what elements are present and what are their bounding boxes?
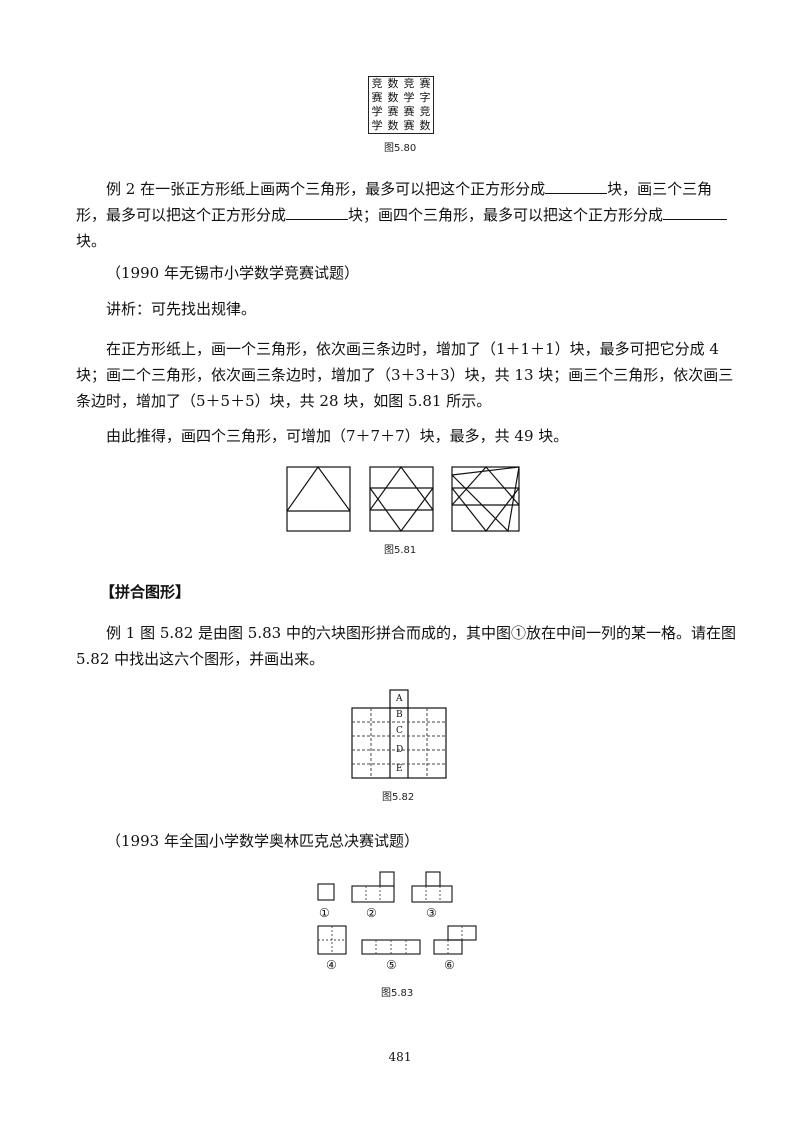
example-2-text-d: 块。 (76, 232, 107, 250)
figure-5-82-caption: 图5.82 (382, 792, 415, 803)
answer-blank-2 (286, 203, 349, 220)
piece-label-2: ② (366, 906, 377, 920)
grid-character: 学 (403, 91, 415, 104)
example-2-question: 例 2 在一张正方形纸上画两个三角形，最多可以把这个正方形分成块，画三个三角形，… (76, 176, 736, 254)
grid-character: 学 (371, 119, 383, 132)
grid-character: 学 (371, 105, 383, 118)
example-1-question: 例 1 图 5.82 是由图 5.83 中的六块图形拼合而成的，其中图①放在中间… (76, 624, 736, 668)
figure-5-81-caption: 图5.81 (384, 545, 417, 556)
example-2-text-b: 块，画三个三角形，最多可以把这个正方形分成 (76, 180, 713, 224)
answer-blank-1 (545, 177, 608, 194)
grid-character: 数 (387, 91, 399, 104)
grid-character: 数 (387, 77, 399, 90)
figure-5-81 (286, 465, 520, 533)
figure-5-83-caption: 图5.83 (381, 988, 414, 999)
figure-5-80: 竞数竞赛赛数学字学赛赛竞学数赛数 (368, 76, 434, 134)
example-2-text-a: 例 2 在一张正方形纸上画两个三角形，最多可以把这个正方形分成 (106, 180, 546, 198)
grid-character: 字 (419, 91, 431, 104)
grid-character: 赛 (403, 119, 415, 132)
cell-label-e: E (396, 764, 403, 774)
cell-label-d: D (396, 745, 404, 755)
square-three-triangles (451, 466, 520, 533)
figure-5-83 (317, 871, 477, 955)
example-2-source: （1990 年无锡市小学数学竞赛试题） (106, 264, 359, 282)
example-2-conclusion: 由此推得，画四个三角形，可增加（7＋7＋7）块，最多，共 49 块。 (106, 427, 569, 445)
piece-label-5: ⑤ (386, 958, 397, 972)
page-number: 481 (388, 1050, 412, 1064)
cell-label-a: A (396, 694, 403, 704)
cell-label-b: B (396, 710, 403, 720)
grid-character: 数 (419, 119, 431, 132)
grid-character: 赛 (419, 77, 431, 90)
grid-character: 赛 (387, 105, 399, 118)
character-grid: 竞数竞赛赛数学字学赛赛竞学数赛数 (369, 77, 433, 133)
example-2-analysis: 讲析：可先找出规律。 (106, 300, 257, 318)
piece-label-6: ⑥ (444, 958, 455, 972)
piece-label-4: ④ (326, 958, 337, 972)
grid-character: 数 (387, 119, 399, 132)
figure-5-82 (351, 689, 447, 779)
answer-blank-3 (663, 203, 728, 220)
grid-character: 赛 (371, 91, 383, 104)
cell-label-c: C (396, 726, 403, 736)
example-2-text-c: 块；画四个三角形，最多可以把这个正方形分成 (348, 206, 664, 224)
square-two-triangles (369, 465, 434, 533)
piece-label-1: ① (319, 906, 330, 920)
square-one-triangle (286, 465, 351, 532)
grid-character: 竞 (403, 77, 415, 90)
example-1-source: （1993 年全国小学数学奥林匹克总决赛试题） (106, 832, 419, 850)
grid-character: 竞 (371, 77, 383, 90)
figure-5-80-caption: 图5.80 (384, 143, 417, 154)
grid-character: 竞 (419, 105, 431, 118)
grid-character: 赛 (403, 105, 415, 118)
example-2-explanation: 在正方形纸上，画一个三角形，依次画三条边时，增加了（1＋1＋1）块，最多可把它分… (76, 340, 734, 410)
section-title: 【拼合图形】 (100, 583, 191, 601)
piece-label-3: ③ (426, 906, 437, 920)
